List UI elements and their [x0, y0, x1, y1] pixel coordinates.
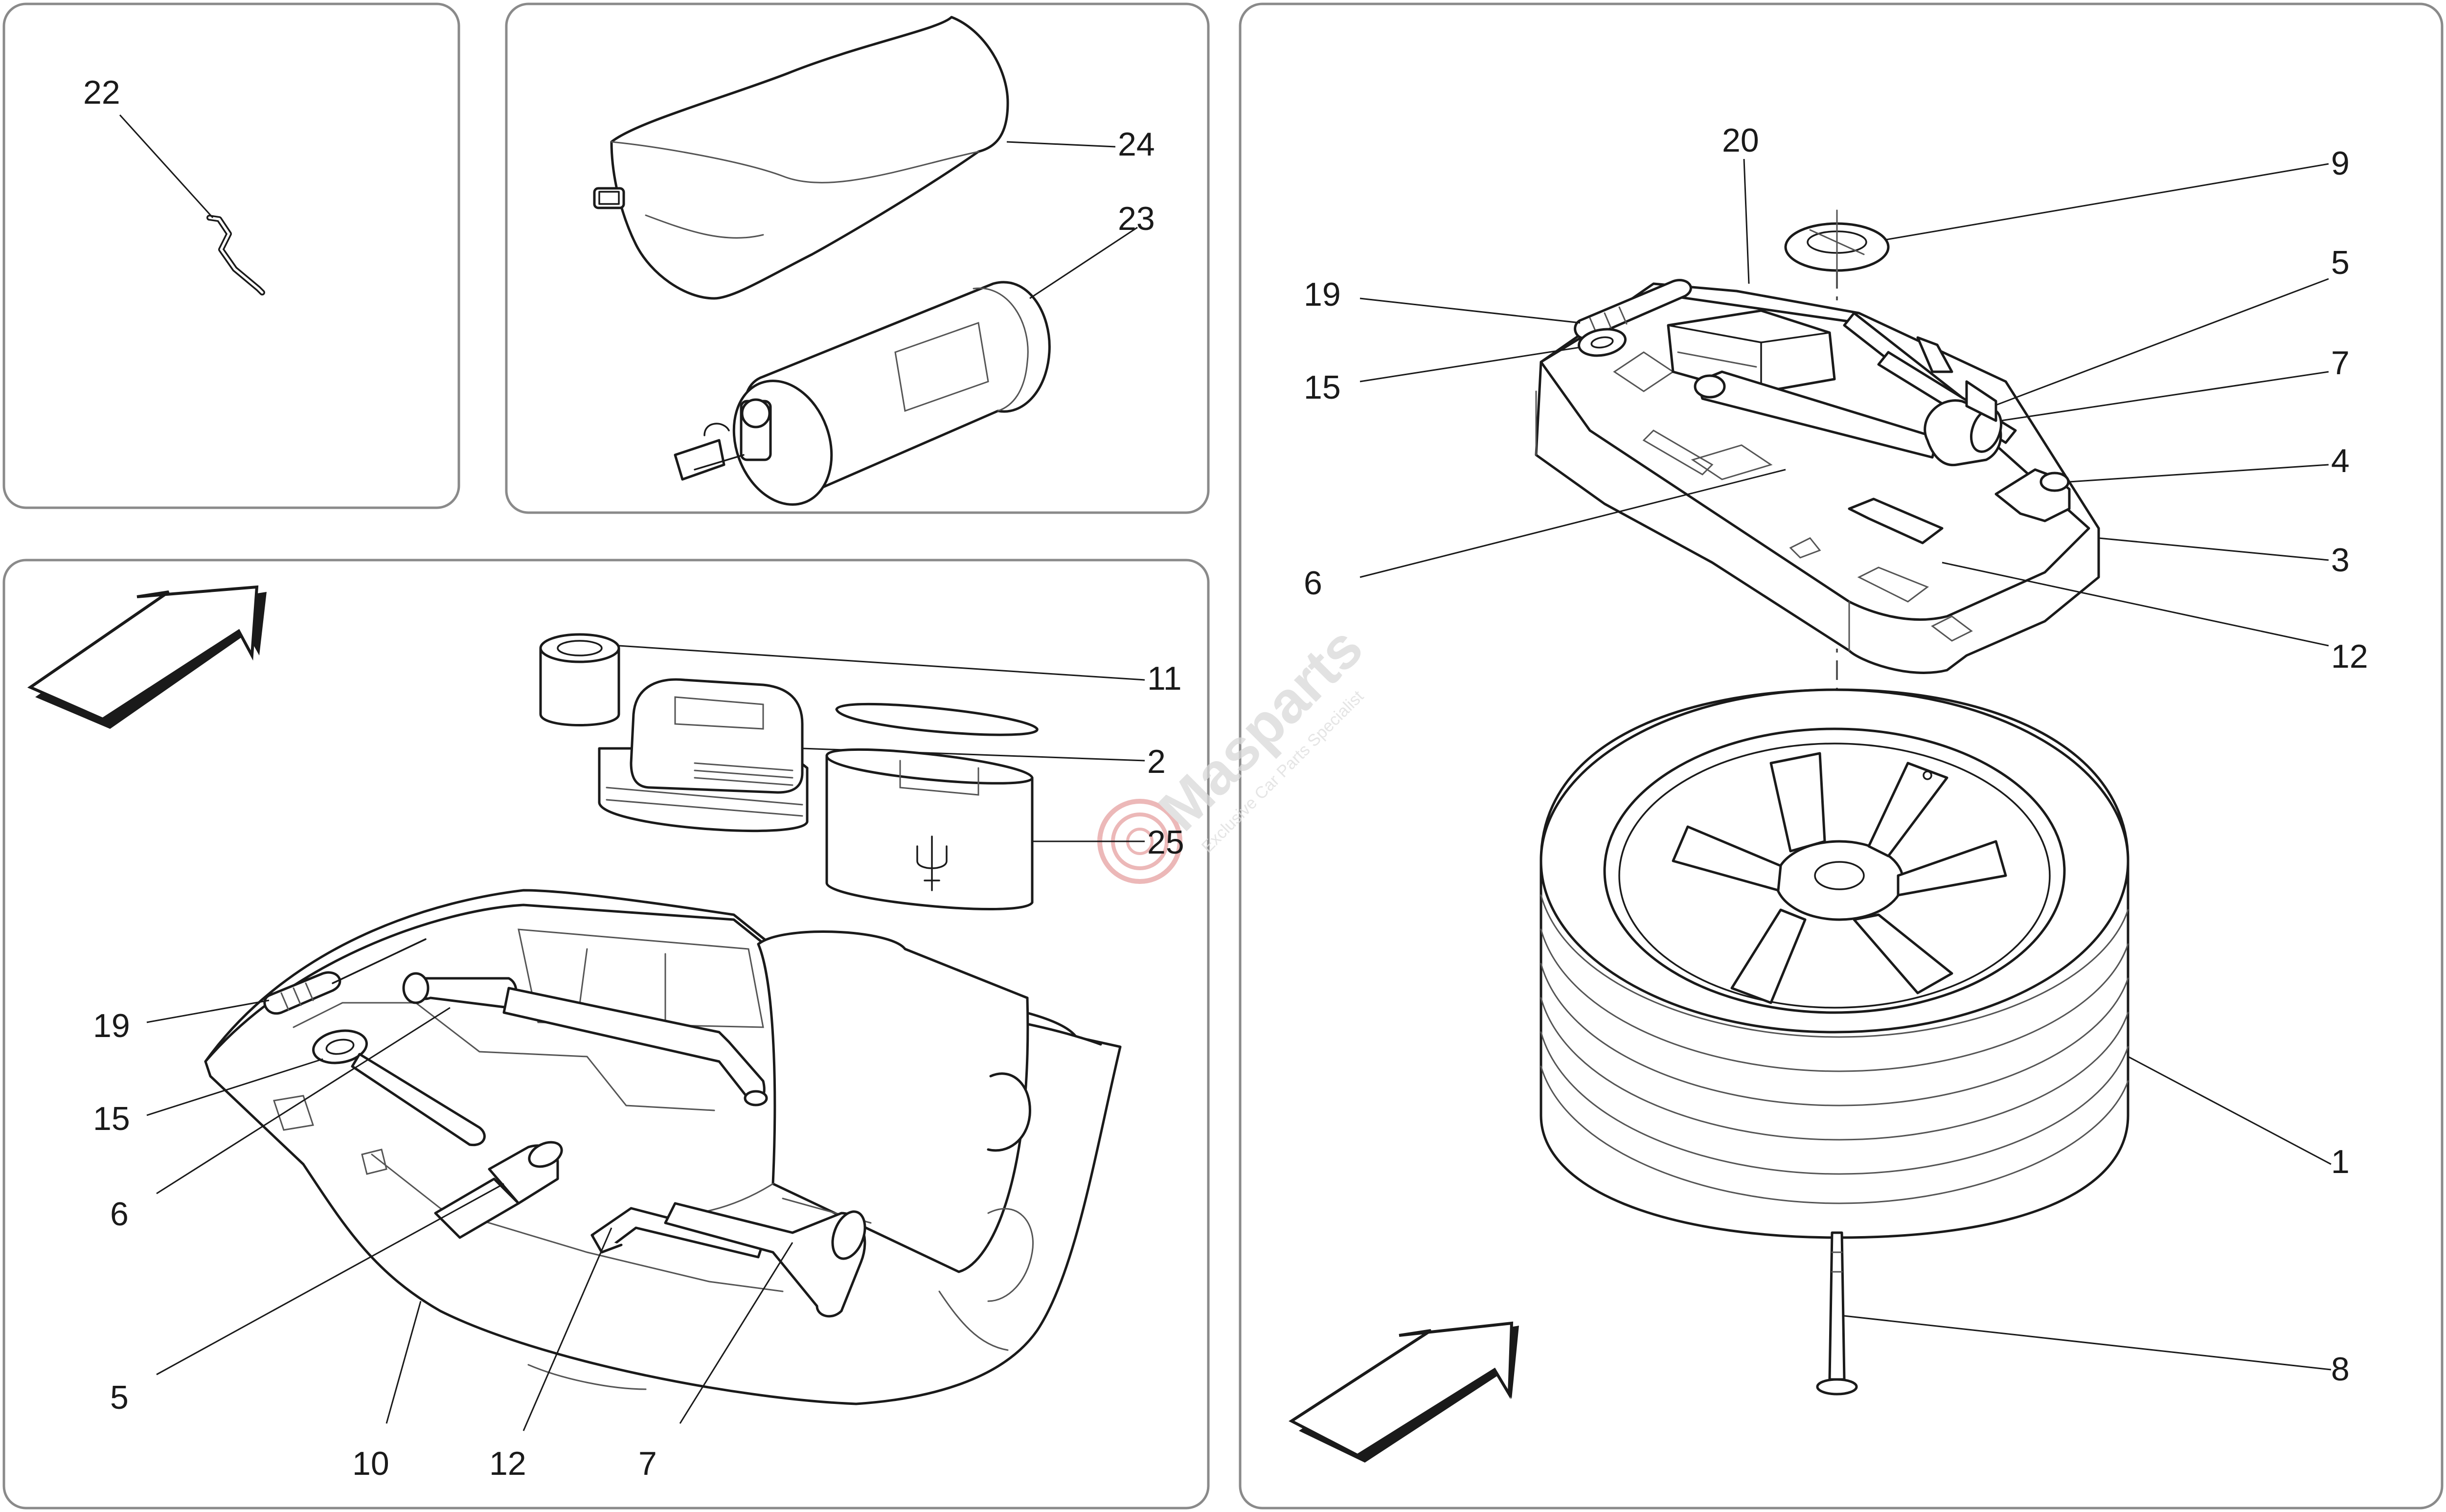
- leader-5-spare: [1993, 278, 2329, 407]
- part-15-tow-eye: [312, 1029, 486, 1147]
- leader-23: [1029, 226, 1138, 299]
- part-5-extension-bar: [434, 1141, 563, 1239]
- leader-8: [1844, 1315, 2332, 1371]
- part-1-spare-wheel: [1540, 688, 2129, 1239]
- part-12-wrench-spare: [1848, 497, 1944, 544]
- part-7-jack-tool: [664, 1202, 866, 1318]
- leader-15-spare: [1359, 346, 1581, 383]
- leader-19-spare: [1359, 297, 1581, 324]
- leader-12-spare: [1942, 562, 2329, 647]
- leader-11: [618, 645, 1145, 681]
- part-4-jack-handle: [1994, 468, 2071, 522]
- callout-25: 25: [1147, 824, 1184, 861]
- callout-5-tray: 5: [110, 1379, 129, 1416]
- leader-12-tray: [522, 1227, 612, 1431]
- leader-6-spare: [1359, 469, 1786, 578]
- part-15-tow-eye-spare: [1578, 328, 1627, 357]
- part-24-storage-bag: [593, 16, 1009, 300]
- part-12-wrench: [590, 1207, 765, 1259]
- part-19-screwdriver: [263, 938, 427, 1015]
- leader-5-tray: [156, 1183, 504, 1376]
- direction-arrow-icon: [27, 585, 267, 729]
- callout-23: 23: [1118, 200, 1155, 237]
- part-11-socket: [539, 633, 620, 726]
- part-3-spare-tray: [1535, 282, 2100, 674]
- part-10-tool-tray: [204, 889, 1122, 1405]
- direction-arrow-icon: [1289, 1321, 1519, 1463]
- callout-10: 10: [352, 1445, 389, 1482]
- leader-6-tray: [156, 1007, 451, 1195]
- leader-7-tray: [679, 1242, 793, 1424]
- leader-9: [1885, 163, 2329, 241]
- callout-9: 9: [2331, 145, 2350, 182]
- leader-15-tray: [146, 1058, 323, 1116]
- callout-4: 4: [2331, 442, 2350, 479]
- part-6-wheel-brace: [402, 972, 768, 1106]
- part-8-retaining-bolt: [1816, 1231, 1858, 1396]
- leader-7-spare: [2000, 371, 2329, 422]
- part-2-compressor: [598, 678, 809, 832]
- part-23-inflator-cylinder: [674, 281, 1051, 506]
- leader-19-tray: [146, 999, 270, 1023]
- part-7-jack-spare: [1916, 336, 2002, 467]
- callout-3: 3: [2331, 542, 2350, 579]
- trident-logo-icon: [916, 835, 948, 891]
- callout-19-tray: 19: [93, 1007, 130, 1044]
- leader-1: [2128, 1056, 2332, 1165]
- callout-6-tray: 6: [110, 1196, 129, 1233]
- callout-5-spare: 5: [2331, 244, 2350, 281]
- leader-22: [119, 114, 214, 219]
- callout-12-spare: 12: [2331, 638, 2368, 675]
- callout-12-tray: 12: [489, 1445, 526, 1482]
- leader-20: [1743, 158, 1750, 284]
- callout-24: 24: [1118, 126, 1155, 163]
- callout-2: 2: [1147, 743, 1166, 780]
- callout-7-tray: 7: [638, 1445, 657, 1482]
- callout-20: 20: [1722, 122, 1759, 159]
- part-20-bracket: [1667, 309, 1836, 395]
- callout-7-spare: 7: [2331, 344, 2350, 382]
- callout-8: 8: [2331, 1351, 2350, 1388]
- leader-24: [1006, 141, 1116, 148]
- leader-3: [2098, 537, 2329, 561]
- panel-tools-frame: [2, 2, 460, 509]
- leader-10: [385, 1301, 422, 1424]
- part-25-pouch: [825, 702, 1039, 911]
- callout-11: 11: [1147, 660, 1182, 697]
- part-22-crank-handle: [206, 215, 265, 295]
- callout-15-spare: 15: [1304, 369, 1341, 406]
- callout-1: 1: [2331, 1143, 2350, 1180]
- callout-22: 22: [83, 74, 120, 111]
- leader-4: [2069, 464, 2329, 483]
- callout-19-spare: 19: [1304, 276, 1341, 313]
- callout-6-spare: 6: [1304, 564, 1322, 602]
- callout-15-tray: 15: [93, 1100, 130, 1137]
